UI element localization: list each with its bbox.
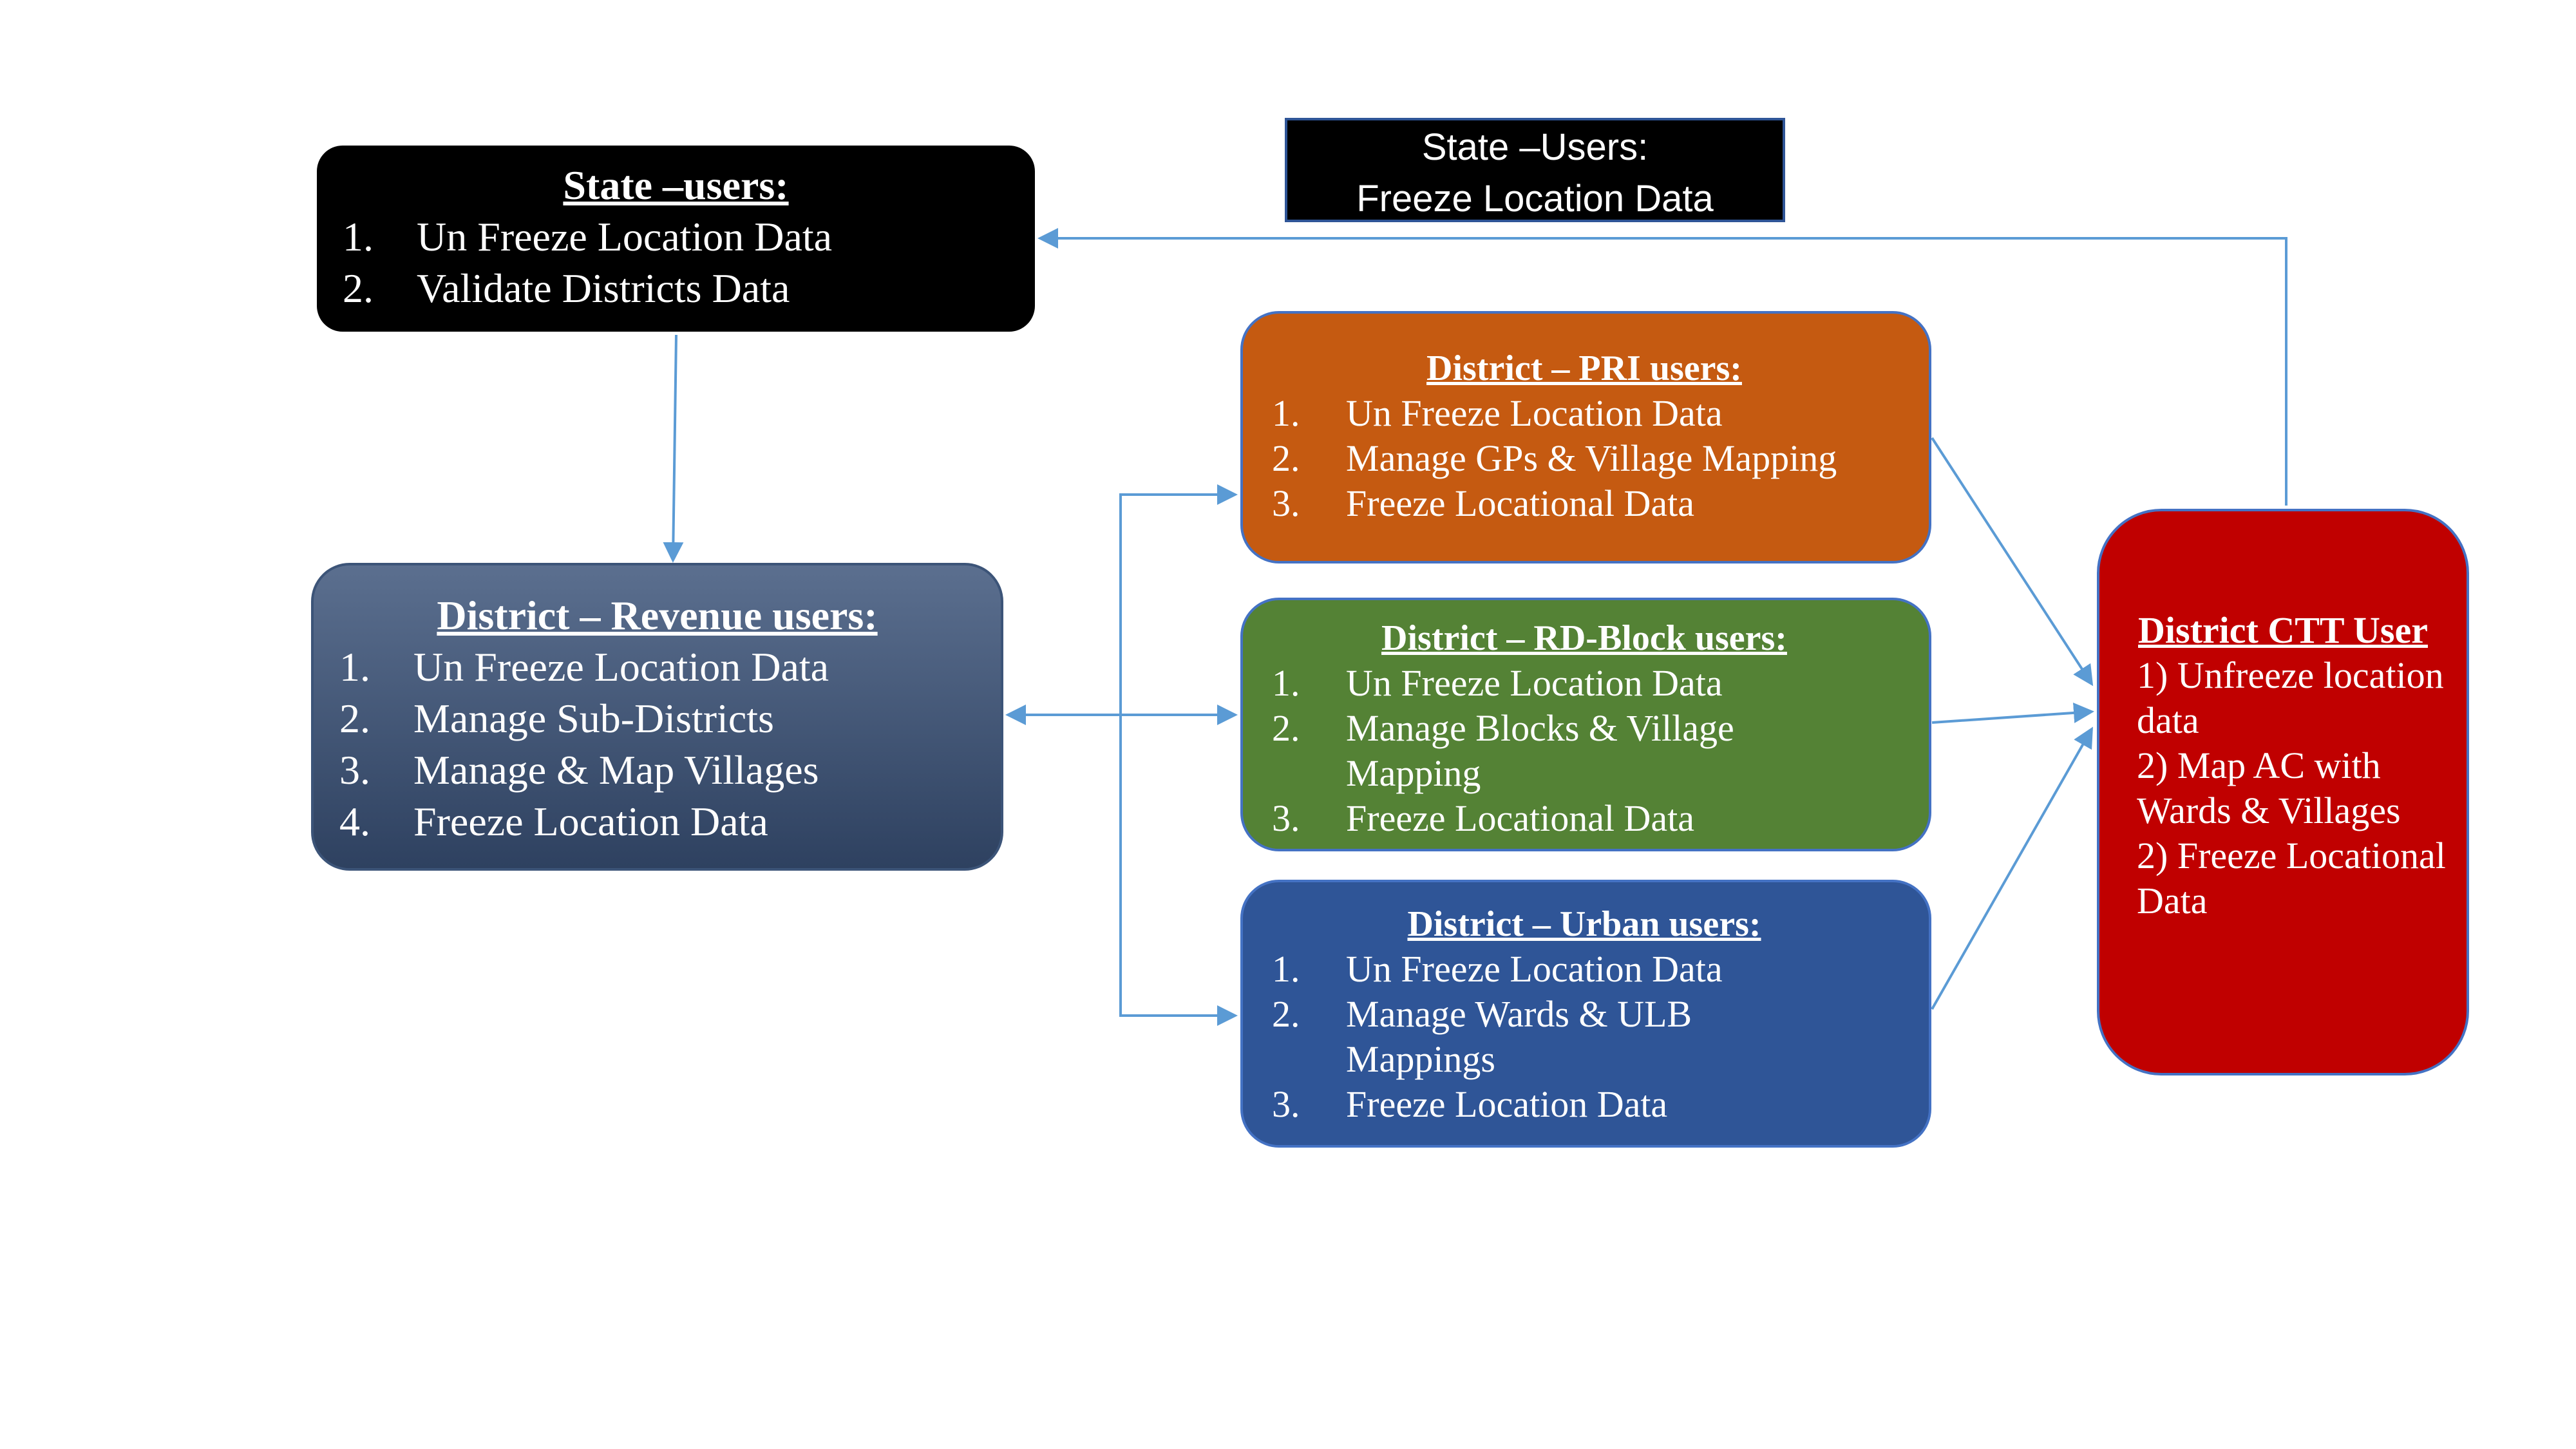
district-pri-title: District – PRI users: bbox=[1426, 348, 1742, 388]
district-ctt-box: District CTT User 1) Unfreeze location d… bbox=[2097, 509, 2469, 1075]
district-rd-block-list: 1. Un Freeze Location Data 2. Manage Block… bbox=[1272, 661, 1897, 841]
item-number: 2. bbox=[339, 696, 370, 741]
district-pri-box: District – PRI users: 1. Un Freeze Locati… bbox=[1240, 311, 1931, 564]
item-text: 2) Freeze Locational Data bbox=[2137, 835, 2446, 922]
item-text: Un Freeze Location Data bbox=[1346, 948, 1723, 990]
item-number: 3. bbox=[339, 747, 370, 793]
item-text: Freeze Location Data bbox=[1346, 1083, 1668, 1125]
freeze-label-line1: State –Users: bbox=[1421, 126, 1649, 168]
item-number: 2. bbox=[1272, 993, 1300, 1035]
district-revenue-box: District – Revenue users: 1. Un Freeze Lo… bbox=[311, 563, 1003, 871]
list-item: 1. Un Freeze Location Data bbox=[343, 211, 1009, 263]
district-ctt-title: District CTT User bbox=[2138, 609, 2428, 651]
district-urban-box: District – Urban users: 1. Un Freeze Loca… bbox=[1240, 880, 1931, 1148]
list-item: 3. Freeze Locational Data bbox=[1272, 481, 1897, 526]
list-item: 2) Freeze Locational Data bbox=[2137, 833, 2447, 923]
arrow-urban-to-ctt bbox=[1931, 726, 2093, 1010]
item-number: 2. bbox=[1272, 437, 1300, 479]
item-text: Un Freeze Location Data bbox=[1346, 392, 1723, 434]
item-text: Freeze Locational Data bbox=[1346, 797, 1695, 839]
arrow-revenue-to-pri bbox=[1119, 484, 1238, 715]
state-users-box: State –users: 1. Un Freeze Location Data … bbox=[317, 146, 1035, 332]
arrow-rd-to-ctt bbox=[1931, 702, 2094, 724]
state-users-list: 1. Un Freeze Location Data 2. Validate Dis… bbox=[343, 211, 1009, 314]
item-text: Manage Sub-Districts bbox=[413, 696, 774, 741]
item-text: Manage & Map Villages bbox=[413, 747, 819, 793]
list-item: 1. Un Freeze Location Data bbox=[1272, 661, 1897, 706]
list-item: 3. Freeze Location Data bbox=[1272, 1082, 1897, 1127]
item-number: 3. bbox=[1272, 1083, 1300, 1125]
list-item: 2. Validate Districts Data bbox=[343, 263, 1009, 314]
item-text: Freeze Locational Data bbox=[1346, 482, 1695, 524]
freeze-label-line2: Freeze Location Data bbox=[1356, 178, 1714, 220]
district-pri-list: 1. Un Freeze Location Data 2. Manage GPs &… bbox=[1272, 391, 1897, 526]
list-item: 4. Freeze Location Data bbox=[339, 796, 975, 848]
list-item: 3. Manage & Map Villages bbox=[339, 744, 975, 796]
list-item: 2. Manage Wards & ULB Mappings bbox=[1272, 992, 1897, 1082]
state-users-title: State –users: bbox=[563, 162, 789, 208]
list-item: 1. Un Freeze Location Data bbox=[339, 641, 975, 693]
district-rd-block-box: District – RD-Block users: 1. Un Freeze L… bbox=[1240, 598, 1931, 851]
arrow-state-to-revenue bbox=[663, 334, 684, 563]
item-number: 1. bbox=[1272, 662, 1300, 704]
state-freeze-label: State –Users: Freeze Location Data bbox=[1285, 118, 1785, 222]
item-text: Manage Blocks & Village Mapping bbox=[1346, 707, 1734, 794]
arrow-revenue-to-urban bbox=[1119, 715, 1238, 1026]
item-number: 3. bbox=[1272, 482, 1300, 524]
arrow-ctt-to-state bbox=[1037, 228, 2287, 506]
item-number: 2. bbox=[1272, 707, 1300, 749]
item-number: 3. bbox=[1272, 797, 1300, 839]
item-text: 2) Map AC with Wards & Villages bbox=[2137, 744, 2401, 831]
list-item: 1. Un Freeze Location Data bbox=[1272, 391, 1897, 436]
district-rd-block-title: District – RD-Block users: bbox=[1381, 618, 1787, 658]
district-revenue-list: 1. Un Freeze Location Data 2. Manage Sub-D… bbox=[339, 641, 975, 848]
item-number: 4. bbox=[339, 799, 370, 844]
item-text: 1) Unfreeze location data bbox=[2137, 654, 2444, 741]
list-item: 2. Manage Blocks & Village Mapping bbox=[1272, 706, 1897, 796]
item-number: 1. bbox=[343, 214, 374, 260]
item-text: Manage Wards & ULB Mappings bbox=[1346, 993, 1692, 1080]
list-item: 1) Unfreeze location data bbox=[2137, 653, 2447, 743]
district-urban-title: District – Urban users: bbox=[1407, 904, 1761, 944]
item-number: 1. bbox=[1272, 392, 1300, 434]
list-item: 3. Freeze Locational Data bbox=[1272, 796, 1897, 841]
item-text: Manage GPs & Village Mapping bbox=[1346, 437, 1837, 479]
item-text: Validate Districts Data bbox=[417, 265, 790, 311]
item-text: Un Freeze Location Data bbox=[413, 644, 829, 690]
item-number: 1. bbox=[1272, 948, 1300, 990]
item-text: Freeze Location Data bbox=[413, 799, 768, 844]
district-urban-list: 1. Un Freeze Location Data 2. Manage Wards… bbox=[1272, 947, 1897, 1127]
district-revenue-title: District – Revenue users: bbox=[437, 592, 878, 638]
list-item: 2) Map AC with Wards & Villages bbox=[2137, 743, 2447, 833]
list-item: 2. Manage Sub-Districts bbox=[339, 693, 975, 744]
item-number: 1. bbox=[339, 644, 370, 690]
item-number: 2. bbox=[343, 265, 374, 311]
item-text: Un Freeze Location Data bbox=[1346, 662, 1723, 704]
list-item: 2. Manage GPs & Village Mapping bbox=[1272, 436, 1897, 481]
arrow-pri-to-ctt bbox=[1931, 437, 2094, 687]
item-text: Un Freeze Location Data bbox=[417, 214, 833, 260]
district-ctt-list: 1) Unfreeze location data 2) Map AC with… bbox=[2137, 653, 2447, 923]
list-item: 1. Un Freeze Location Data bbox=[1272, 947, 1897, 992]
